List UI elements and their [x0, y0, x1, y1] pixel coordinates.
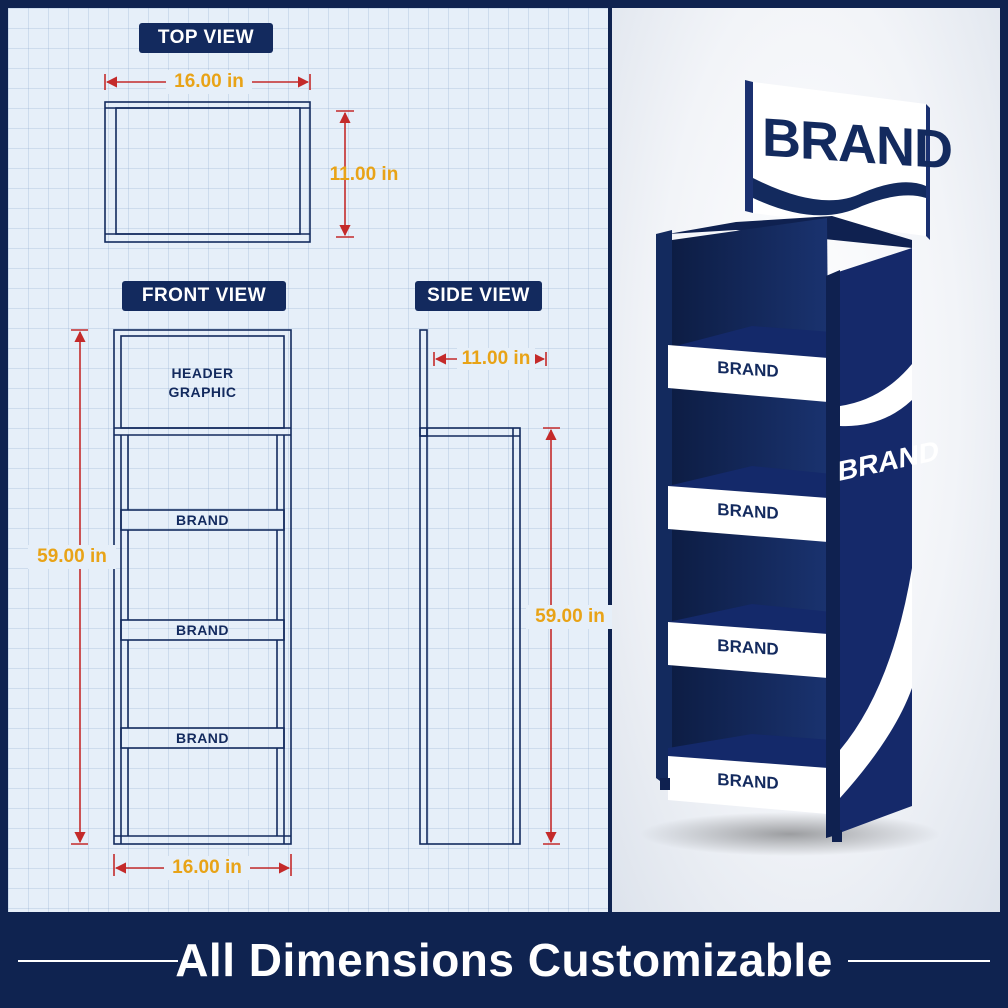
product-render-panel: BRAND BRAND BRAND BRAND BRAND BRAND [612, 8, 1000, 912]
front-view-width-label: 16.00 in [164, 856, 250, 880]
side-view-drawing [419, 329, 521, 845]
shelf-front-1 [668, 345, 828, 402]
front-view-drawing [113, 329, 292, 845]
front-right-foot [832, 830, 842, 842]
front-left-foot [660, 778, 670, 790]
side-view-depth-label: 11.00 in [457, 348, 535, 370]
header-sign [745, 80, 930, 240]
top-view-depth-dimension [336, 110, 354, 238]
front-view-shelf-label-1: BRAND [175, 512, 230, 528]
footer-rule-left [18, 960, 178, 962]
front-view-shelf-label-2: BRAND [175, 622, 230, 638]
front-view-height-label: 59.00 in [28, 545, 116, 569]
front-view-title: FRONT VIEW [122, 281, 286, 311]
front-view-header-graphic-label: HEADER GRAPHIC [168, 365, 237, 400]
right-side-panel [826, 248, 912, 838]
front-view-shelf-label-3: BRAND [175, 730, 230, 746]
header-swoosh [753, 178, 926, 216]
top-view-drawing [104, 101, 311, 243]
front-view-height-dimension [71, 329, 88, 845]
side-view-height-dimension [543, 427, 560, 845]
blueprint-panel: TOP VIEW FRONT VIEW SIDE VIEW 16.00 in 1… [8, 8, 614, 912]
side-view-height-label: 59.00 in [526, 605, 614, 629]
shelf-front-4 [668, 756, 828, 814]
side-panel-swoosh-bottom [840, 568, 912, 798]
shelf-front-2 [668, 486, 828, 542]
footer-title: All Dimensions Customizable [175, 934, 833, 986]
blueprint-drawing [71, 74, 560, 876]
top-view-depth-label: 11.00 in [329, 164, 399, 185]
top-view-title: TOP VIEW [139, 23, 273, 53]
floor-shadow [640, 812, 940, 856]
footer-rule-right [848, 960, 990, 962]
display-stand-render [640, 80, 940, 856]
header-brand-text: BRAND [762, 107, 952, 181]
side-panel-swoosh-top [840, 364, 912, 427]
shelf-front-3 [668, 622, 828, 678]
top-view-width-label: 16.00 in [166, 70, 252, 94]
side-view-title: SIDE VIEW [415, 281, 542, 311]
